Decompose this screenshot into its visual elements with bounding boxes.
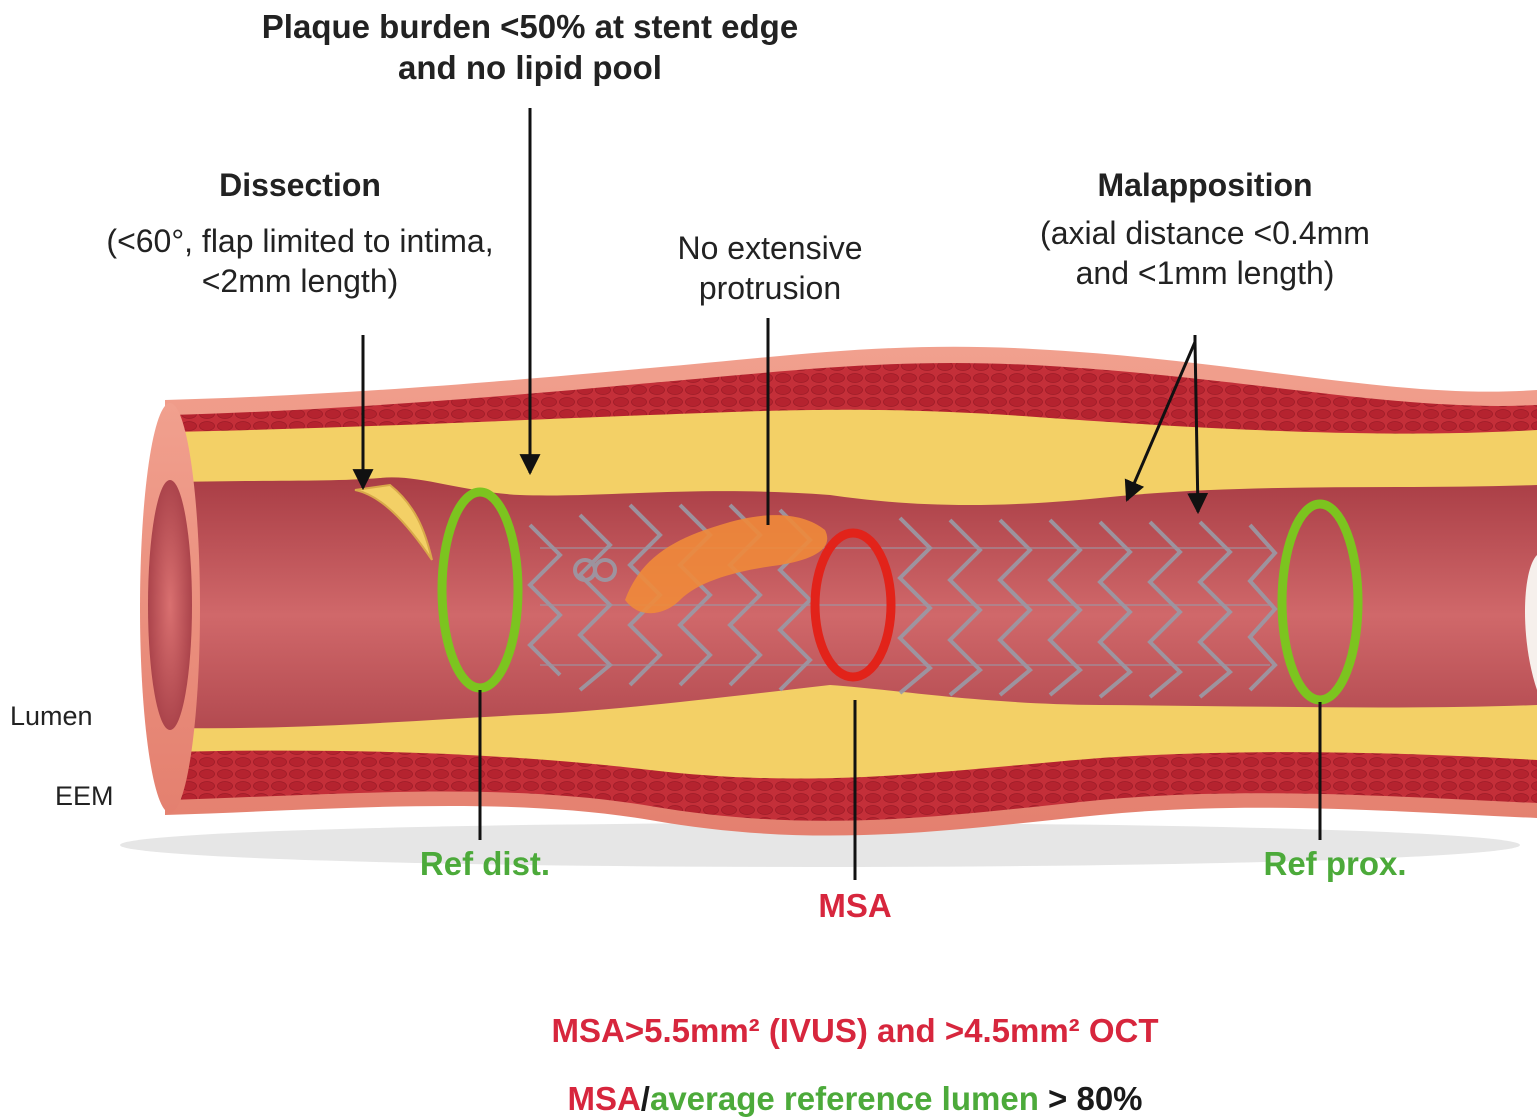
criteria-line2: MSA/average reference lumen > 80% bbox=[420, 1078, 1290, 1119]
dissection-line2: <2mm length) bbox=[40, 261, 560, 301]
protrusion-line1: No extensive bbox=[620, 228, 920, 268]
protrusion-line2: protrusion bbox=[620, 268, 920, 308]
criteria-slash: / bbox=[641, 1080, 650, 1117]
malapposition-line1: (axial distance <0.4mm bbox=[990, 213, 1420, 253]
lumen-label: Lumen bbox=[10, 700, 120, 734]
plaque-annotation: Plaque burden <50% at stent edge and no … bbox=[180, 6, 880, 89]
criteria-avg-ref: average reference lumen bbox=[650, 1080, 1039, 1117]
criteria-msa: MSA bbox=[567, 1080, 640, 1117]
criteria-threshold: > 80% bbox=[1039, 1080, 1143, 1117]
dissection-annotation: Dissection (<60°, flap limited to intima… bbox=[40, 165, 560, 301]
malapposition-title: Malapposition bbox=[990, 165, 1420, 205]
malapposition-annotation: Malapposition (axial distance <0.4mm and… bbox=[990, 165, 1420, 293]
vessel-mouth-inner bbox=[148, 480, 192, 730]
ref-dist-label: Ref dist. bbox=[395, 843, 575, 884]
dissection-line1: (<60°, flap limited to intima, bbox=[40, 221, 560, 261]
criteria-line1: MSA>5.5mm² (IVUS) and >4.5mm² OCT bbox=[420, 1010, 1290, 1051]
malapposition-line2: and <1mm length) bbox=[990, 253, 1420, 293]
protrusion-annotation: No extensive protrusion bbox=[620, 228, 920, 308]
msa-label: MSA bbox=[785, 885, 925, 926]
eem-label: EEM bbox=[55, 780, 125, 814]
ref-prox-label: Ref prox. bbox=[1235, 843, 1435, 884]
plaque-line2: and no lipid pool bbox=[180, 47, 880, 88]
dissection-title: Dissection bbox=[40, 165, 560, 205]
plaque-line1: Plaque burden <50% at stent edge bbox=[180, 6, 880, 47]
